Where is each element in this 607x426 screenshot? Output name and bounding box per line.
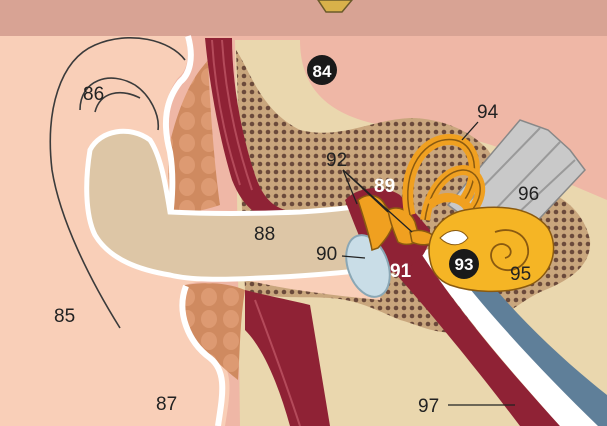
label-84: 84 (313, 62, 332, 81)
label-89: 89 (374, 176, 395, 197)
cochlea (429, 207, 554, 291)
label-88: 88 (254, 224, 275, 245)
label-92: 92 (326, 150, 347, 171)
label-93: 93 (455, 255, 474, 274)
label-90: 90 (316, 244, 337, 265)
label-96: 96 (518, 184, 539, 205)
label-91: 91 (390, 261, 412, 282)
top-band (0, 0, 607, 36)
label-95: 95 (510, 264, 531, 285)
label-85: 85 (54, 306, 75, 327)
label-87: 87 (156, 394, 177, 415)
label-86: 86 (83, 84, 104, 105)
label-94: 94 (477, 102, 499, 123)
label-97: 97 (418, 396, 439, 417)
